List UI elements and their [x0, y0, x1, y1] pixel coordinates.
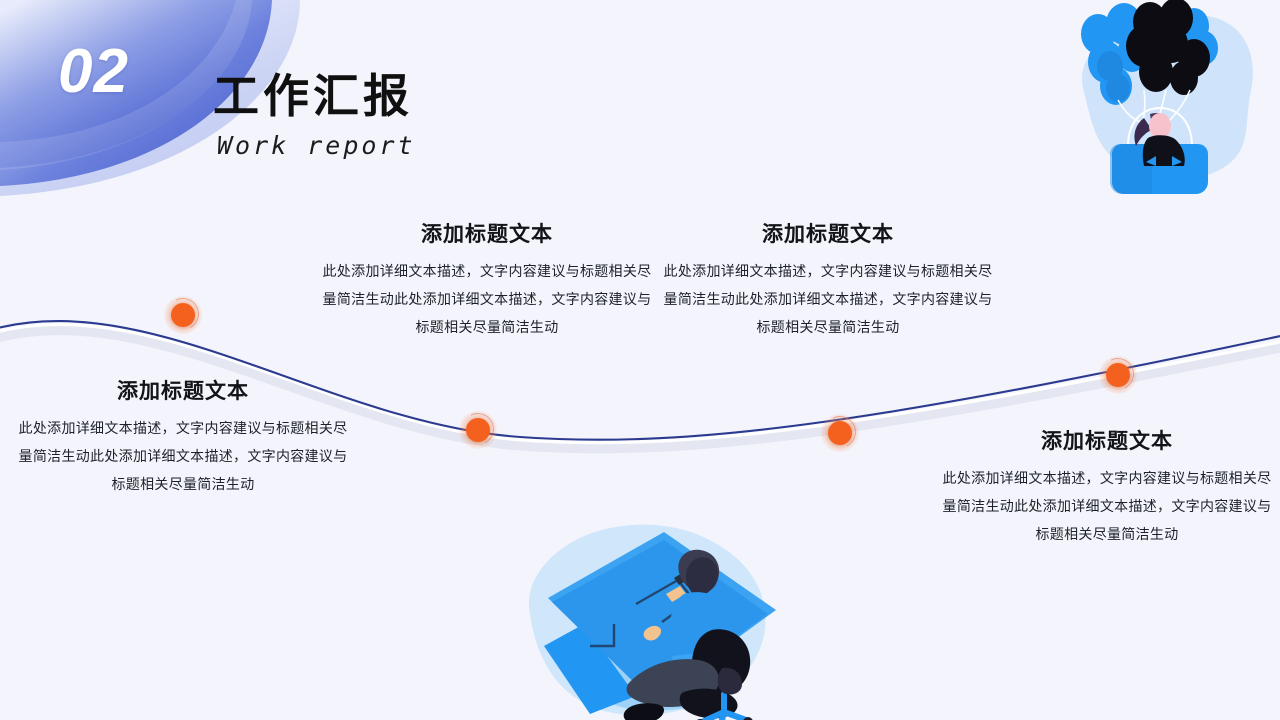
content-block-body: 此处添加详细文本描述，文字内容建议与标题相关尽量简洁生动此处添加详细文本描述，文…: [18, 421, 348, 494]
node-core: [828, 421, 852, 445]
content-block-title: 添加标题文本: [1041, 429, 1173, 453]
node-core: [466, 418, 490, 442]
section-number: 02: [58, 37, 129, 106]
content-block-4: 添加标题文本 此处添加详细文本描述，文字内容建议与标题相关尽量简洁生动此处添加详…: [942, 429, 1272, 549]
content-block-3: 添加标题文本 此处添加详细文本描述，文字内容建议与标题相关尽量简洁生动此处添加详…: [663, 222, 993, 342]
content-block-title: 添加标题文本: [762, 222, 894, 246]
timeline-node-4[interactable]: [1097, 353, 1139, 395]
timeline-node-3[interactable]: [819, 411, 861, 453]
balloon-illustration: [1081, 0, 1253, 194]
node-core: [171, 303, 195, 327]
content-block-body: 此处添加详细文本描述，文字内容建议与标题相关尽量简洁生动此处添加详细文本描述，文…: [322, 264, 652, 337]
content-block-body: 此处添加详细文本描述，文字内容建议与标题相关尽量简洁生动此处添加详细文本描述，文…: [663, 264, 993, 337]
desk-work-illustration: [528, 524, 776, 720]
content-block-title: 添加标题文本: [117, 379, 249, 403]
page-title: 工作汇报: [213, 69, 413, 123]
page-subtitle: Work report: [217, 131, 416, 160]
content-block-title: 添加标题文本: [421, 222, 553, 246]
content-block-body: 此处添加详细文本描述，文字内容建议与标题相关尽量简洁生动此处添加详细文本描述，文…: [942, 471, 1272, 544]
timeline-node-1[interactable]: [162, 293, 204, 335]
timeline-node-2[interactable]: [457, 408, 499, 450]
content-block-2: 添加标题文本 此处添加详细文本描述，文字内容建议与标题相关尽量简洁生动此处添加详…: [322, 222, 652, 342]
content-block-1: 添加标题文本 此处添加详细文本描述，文字内容建议与标题相关尽量简洁生动此处添加详…: [18, 379, 348, 499]
node-core: [1106, 363, 1130, 387]
